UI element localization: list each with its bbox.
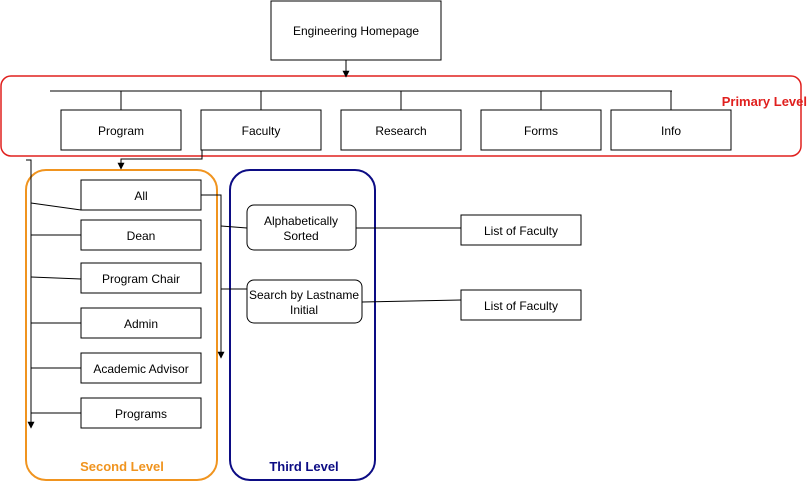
second-node-label: Academic Advisor [93, 362, 188, 376]
second-node-label: Program Chair [102, 272, 180, 286]
root-node: Engineering Homepage [270, 0, 442, 61]
result-node-list-of-faculty-2: List of Faculty [460, 289, 582, 321]
primary-node-label: Program [98, 124, 144, 138]
second-node-programs: Programs [80, 397, 202, 429]
third-node-label-line1: Search by Lastname [249, 288, 359, 302]
result-node-label: List of Faculty [484, 224, 558, 238]
second-level-container [25, 169, 218, 481]
second-level-label: Second Level [80, 459, 164, 474]
result-node-list-of-faculty-1: List of Faculty [460, 214, 582, 246]
third-node-label-line2: Sorted [283, 229, 318, 243]
primary-node-label: Faculty [242, 124, 281, 138]
primary-node-program: Program [60, 109, 182, 151]
primary-node-faculty: Faculty [200, 109, 322, 151]
third-node-search-by-lastname: Search by Lastname Initial [246, 279, 363, 324]
root-node-label: Engineering Homepage [293, 24, 419, 38]
primary-node-label: Research [375, 124, 426, 138]
second-node-label: Dean [127, 229, 156, 243]
primary-node-research: Research [340, 109, 462, 151]
primary-level-label: Primary Level [722, 94, 807, 109]
second-node-admin: Admin [80, 307, 202, 339]
primary-node-label: Info [661, 124, 681, 138]
third-node-alphabetically-sorted: Alphabetically Sorted [246, 204, 357, 251]
second-node-dean: Dean [80, 219, 202, 251]
result-node-label: List of Faculty [484, 299, 558, 313]
primary-node-label: Forms [524, 124, 558, 138]
connectors [26, 60, 672, 429]
second-node-program-chair: Program Chair [80, 262, 202, 294]
second-node-label: Admin [124, 317, 158, 331]
second-node-label: Programs [115, 407, 167, 421]
third-level-container [229, 169, 376, 481]
primary-level-container [0, 75, 802, 157]
second-node-label: All [134, 189, 147, 203]
second-node-all: All [80, 179, 202, 211]
primary-node-forms: Forms [480, 109, 602, 151]
third-level-label: Third Level [269, 459, 338, 474]
third-node-label-line1: Alphabetically [264, 214, 338, 228]
third-node-label-line2: Initial [290, 303, 318, 317]
primary-node-info: Info [610, 109, 732, 151]
second-node-academic-advisor: Academic Advisor [80, 352, 202, 384]
